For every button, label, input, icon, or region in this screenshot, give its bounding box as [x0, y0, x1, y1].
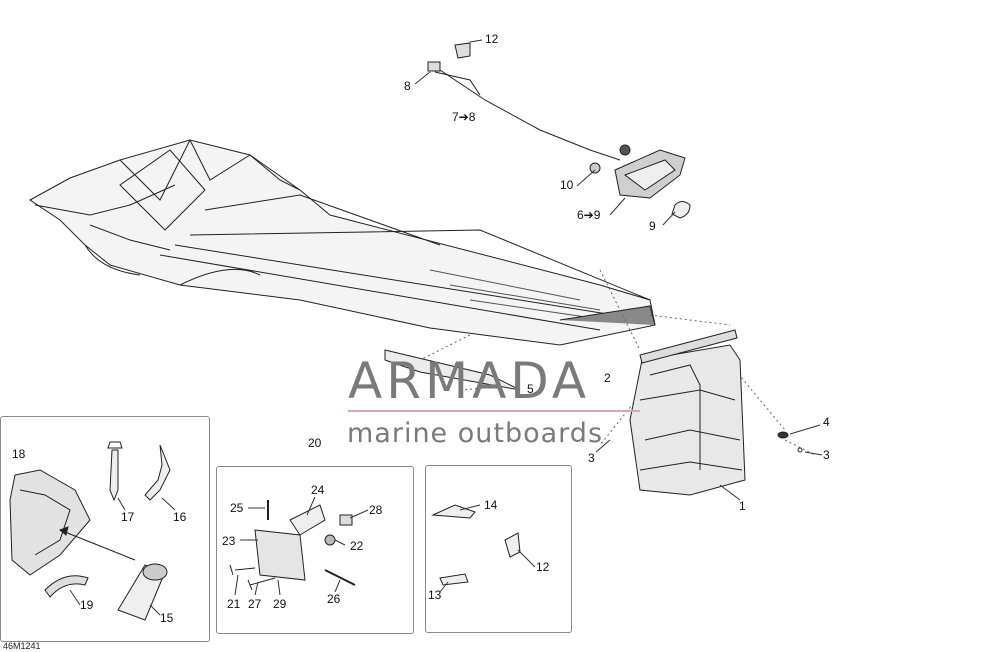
callout-26: 26	[327, 592, 341, 606]
callout-27: 27	[248, 597, 262, 611]
hardware-kit-box	[216, 466, 414, 634]
callout-9: 9	[649, 219, 656, 233]
callout-leaders	[69, 39, 823, 616]
callout-4: 4	[823, 415, 830, 429]
callout-8: 8	[404, 79, 411, 93]
callout-21: 21	[227, 597, 241, 611]
watermark-title: ARMADA	[348, 352, 591, 410]
callout-29: 29	[273, 597, 287, 611]
rail-strip	[639, 329, 738, 364]
callout-23: 23	[222, 534, 236, 548]
taillight-harness	[427, 42, 621, 161]
callout-15: 15	[160, 611, 174, 625]
callout-20: 20	[308, 436, 322, 450]
callout-17: 17	[121, 510, 135, 524]
callout-22: 22	[350, 539, 364, 553]
callout-18: 18	[12, 447, 26, 461]
callout-19: 19	[80, 598, 94, 612]
rivet	[797, 447, 803, 453]
callout-10: 10	[560, 178, 574, 192]
hardware-kit-items	[229, 500, 356, 591]
tool-kit-items	[9, 441, 171, 621]
callout-14: 14	[484, 498, 498, 512]
mud-flap	[629, 344, 746, 496]
callout-3-right: 3	[823, 448, 830, 462]
callout-24: 24	[311, 483, 325, 497]
decal-kit-box	[425, 465, 572, 633]
callout-3-left: 3	[588, 451, 595, 465]
washer	[777, 431, 789, 439]
taillight-assembly	[589, 144, 691, 219]
chassis-frame	[29, 139, 656, 346]
callout-13: 13	[428, 588, 442, 602]
callout-16: 16	[173, 510, 187, 524]
callout-5: 5	[527, 382, 534, 396]
heat-exchanger-guard	[384, 349, 521, 391]
callout-25: 25	[230, 501, 244, 515]
tool-kit-box	[0, 416, 210, 642]
watermark-rule	[348, 410, 640, 412]
callout-12-top: 12	[485, 32, 499, 46]
callout-28: 28	[369, 503, 383, 517]
callout-12-box: 12	[536, 560, 550, 574]
callout-7-to-8: 7➔8	[452, 110, 476, 124]
callout-6-to-9: 6➔9	[577, 208, 601, 222]
callout-2: 2	[604, 371, 611, 385]
drawing-code: 46M1241	[3, 641, 41, 651]
watermark-subtitle: marine outboards	[347, 418, 604, 449]
callout-1: 1	[739, 499, 746, 513]
